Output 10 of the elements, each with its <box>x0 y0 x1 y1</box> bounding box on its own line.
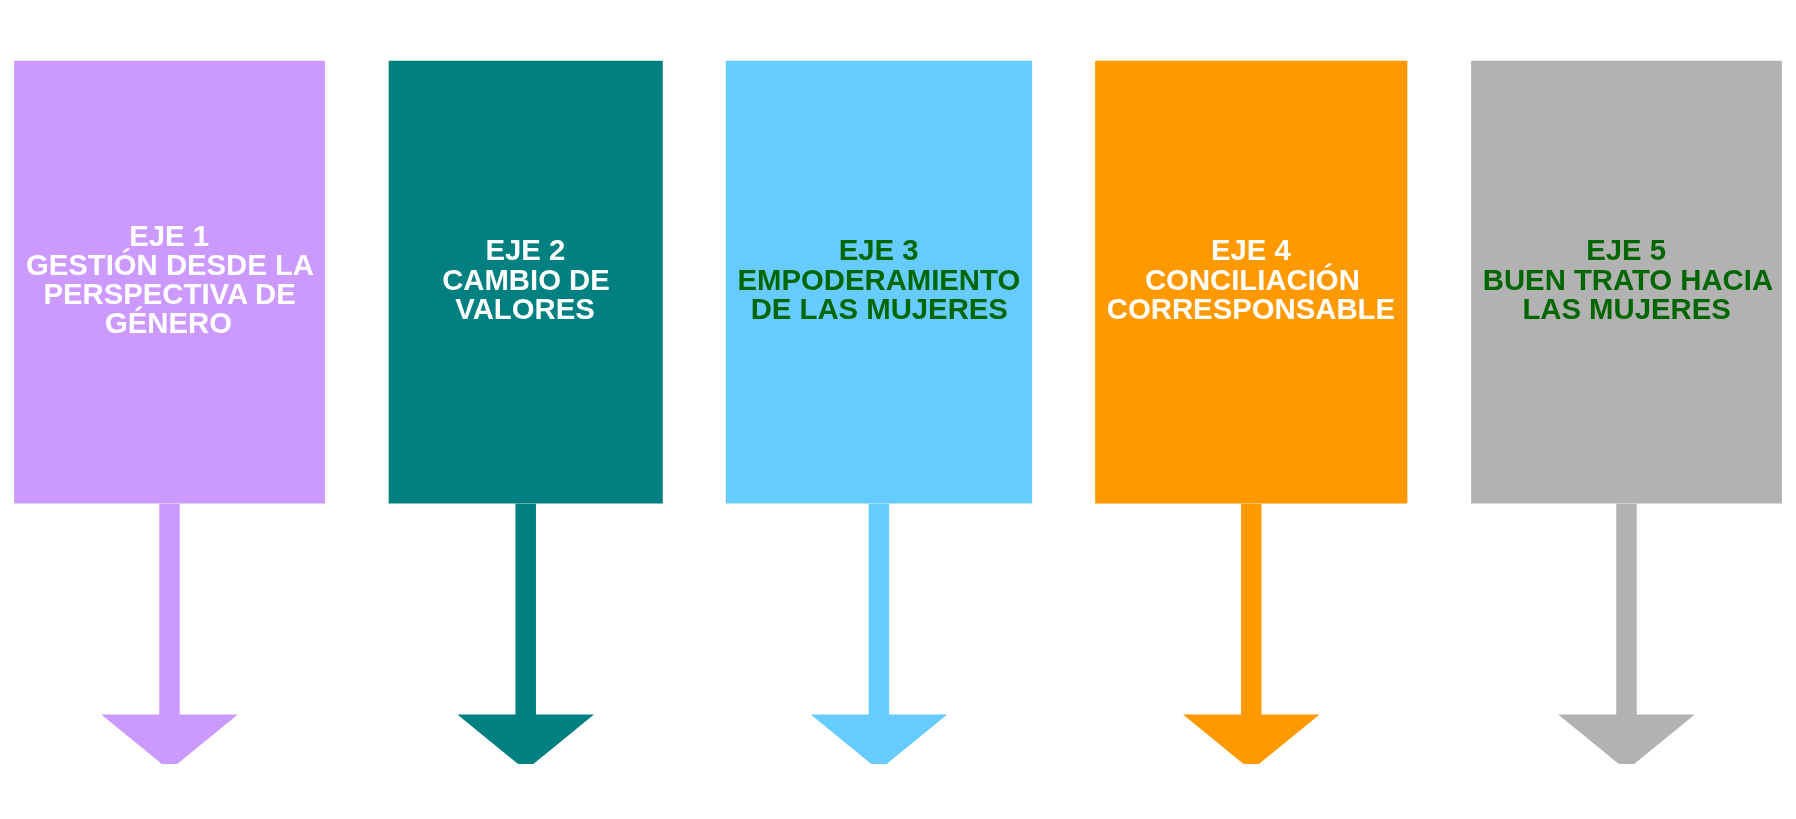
arrow <box>1558 503 1695 764</box>
arrow <box>457 503 594 764</box>
node-box: EJE 1 GESTIÓN DESDE LA PERSPECTIVA DE GÉNERO <box>14 60 325 504</box>
arrow <box>101 503 238 764</box>
node-box: EJE 3 EMPODERAMIENTO DE LAS MUJERES <box>725 60 1033 504</box>
arrow <box>810 503 948 764</box>
arrow <box>1182 503 1320 764</box>
node-box: EJE 2 CAMBIO DE VALORES <box>388 60 663 504</box>
node-box: EJE 4 CONCILIACIÓN CORRESPONSABLE <box>1095 60 1408 504</box>
node-box: EJE 5 BUEN TRATO HACIA LAS MUJERES <box>1471 60 1782 504</box>
